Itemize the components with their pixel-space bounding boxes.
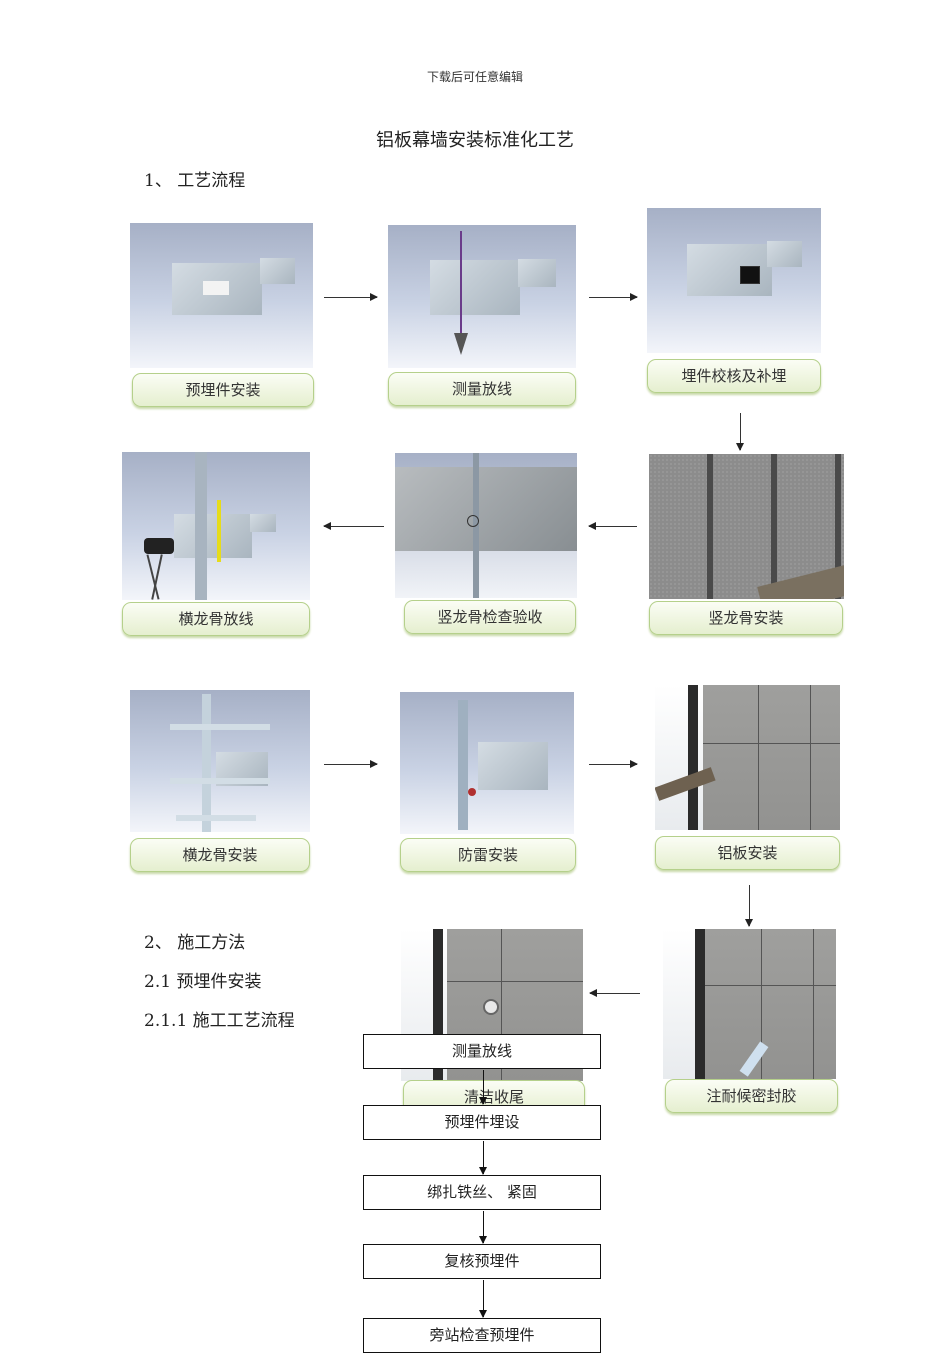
step-label: 铝板安装 xyxy=(655,836,840,870)
step-label: 横龙骨安装 xyxy=(130,838,310,872)
flowchart-arrow xyxy=(479,1141,487,1175)
document-title: 铝板幕墙安装标准化工艺 xyxy=(376,130,574,151)
step-label: 防雷安装 xyxy=(400,838,576,872)
step-image xyxy=(663,929,836,1079)
flowchart-box: 预埋件埋设 xyxy=(363,1105,601,1140)
flowchart-box: 绑扎铁丝、 紧固 xyxy=(363,1175,601,1210)
flowchart-arrow xyxy=(479,1070,487,1105)
step-label: 竖龙骨检查验收 xyxy=(404,600,576,634)
section-heading-1: 1、 工艺流程 xyxy=(144,171,246,191)
step-image xyxy=(400,692,574,834)
flow-arrow xyxy=(589,293,638,301)
step-image xyxy=(649,454,844,599)
step-image xyxy=(647,208,821,353)
section-heading-2-1: 2.1 预埋件安装 xyxy=(144,972,262,992)
step-label: 横龙骨放线 xyxy=(122,602,310,636)
flowchart-box: 测量放线 xyxy=(363,1034,601,1069)
flow-arrow xyxy=(323,522,384,530)
flow-arrow xyxy=(736,413,744,451)
flowchart-box: 复核预埋件 xyxy=(363,1244,601,1279)
step-image xyxy=(130,223,313,368)
header-note: 下载后可任意编辑 xyxy=(426,70,523,84)
flowchart-arrow xyxy=(479,1280,487,1318)
flow-arrow xyxy=(324,760,378,768)
section-heading-2: 2、 施工方法 xyxy=(144,933,246,953)
step-label: 预埋件安装 xyxy=(132,373,314,407)
flowchart-box: 旁站检查预埋件 xyxy=(363,1318,601,1353)
step-image xyxy=(122,452,310,600)
flow-arrow xyxy=(589,760,638,768)
flow-arrow xyxy=(324,293,378,301)
step-label: 测量放线 xyxy=(388,372,576,406)
step-image xyxy=(388,225,576,368)
flow-arrow xyxy=(589,989,640,997)
flowchart-arrow xyxy=(479,1211,487,1244)
step-label: 埋件校核及补埋 xyxy=(647,359,821,393)
flow-arrow xyxy=(745,885,753,927)
step-image xyxy=(130,690,310,832)
step-image xyxy=(655,685,840,830)
section-heading-2-1-1: 2.1.1 施工工艺流程 xyxy=(144,1011,295,1031)
step-image xyxy=(395,453,577,598)
flow-arrow xyxy=(588,522,637,530)
step-label: 竖龙骨安装 xyxy=(649,601,843,635)
step-label: 注耐候密封胶 xyxy=(665,1079,838,1113)
